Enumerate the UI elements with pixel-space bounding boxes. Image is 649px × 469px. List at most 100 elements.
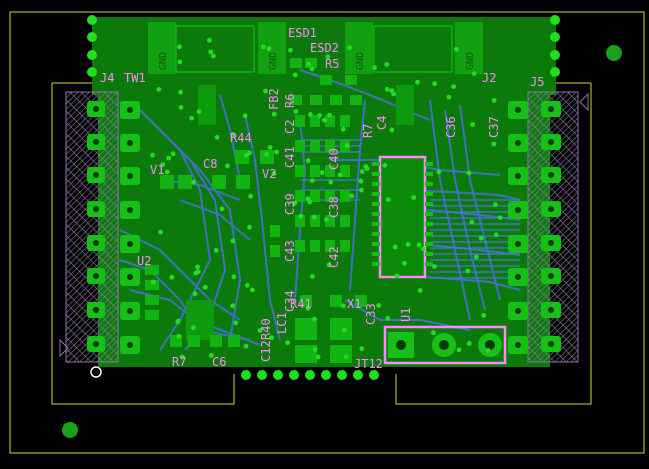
connector-left-pins [87, 101, 140, 354]
via [324, 217, 329, 222]
label-j4: J4 [100, 71, 114, 85]
via [349, 193, 355, 199]
component-bottom-right-outline [383, 325, 507, 365]
esd-bodies [175, 25, 453, 73]
via [179, 354, 185, 360]
via [191, 179, 196, 185]
via [196, 109, 202, 114]
mounting-hole-bottom-left [62, 422, 78, 438]
via [156, 87, 162, 92]
ic-u1-outline [378, 155, 427, 279]
via [230, 303, 236, 309]
label-c40: C40 [327, 148, 341, 170]
via [309, 66, 315, 72]
label-c2: C2 [283, 120, 297, 134]
via [269, 335, 274, 341]
via [322, 117, 327, 123]
connector-right-hatch-2 [528, 92, 578, 362]
label-jt12: JT12 [354, 357, 383, 371]
via [451, 84, 456, 89]
via [420, 246, 426, 252]
connector-left-hatch-2 [66, 92, 118, 362]
via [150, 152, 155, 158]
via [436, 169, 442, 175]
via [247, 150, 252, 156]
label-c8-top: C8 [203, 157, 217, 171]
via [158, 229, 164, 235]
via [347, 45, 352, 51]
via [359, 346, 365, 352]
label-tw1: TW1 [124, 71, 146, 85]
label-c38: C38 [327, 196, 341, 218]
label-esd1: ESD1 [288, 26, 317, 40]
via [327, 112, 332, 118]
via [170, 151, 176, 157]
via [493, 232, 499, 238]
via [466, 170, 472, 176]
via [417, 288, 423, 293]
via [319, 170, 325, 176]
connector-left-arrow [59, 338, 69, 358]
label-c39: C39 [283, 193, 297, 215]
via [454, 46, 459, 52]
via [176, 334, 182, 339]
via [298, 213, 304, 219]
via [478, 235, 484, 241]
label-c42: C42 [327, 246, 341, 268]
via [473, 254, 479, 260]
via [385, 197, 391, 203]
label-u1: U1 [399, 308, 413, 322]
via [469, 219, 475, 225]
via [261, 44, 266, 50]
label-c41: C41 [283, 146, 297, 168]
via [491, 141, 497, 147]
via [266, 46, 272, 52]
gnd-labels: GND GND GND GND [158, 52, 476, 70]
via [292, 72, 298, 78]
via [309, 178, 315, 184]
via [326, 262, 332, 268]
via [470, 122, 476, 127]
via [189, 115, 195, 121]
via [306, 61, 311, 67]
label-c6-bottom: C6 [212, 355, 226, 369]
via [177, 44, 182, 50]
smd-pads [145, 58, 367, 363]
label-r44: R44 [230, 131, 252, 145]
via [402, 260, 407, 266]
via [208, 353, 214, 358]
via [208, 49, 214, 55]
label-esd2: ESD2 [310, 41, 339, 55]
component-bottom-right-pads [388, 332, 502, 358]
via [178, 89, 184, 95]
via [311, 316, 317, 322]
via [305, 196, 311, 202]
via [219, 206, 225, 212]
via [481, 312, 487, 318]
label-lc1: LC1 [275, 312, 289, 334]
via [310, 274, 315, 279]
via [264, 152, 269, 157]
label-r6: R6 [283, 94, 297, 108]
via [177, 59, 183, 65]
via [213, 248, 219, 253]
via [195, 269, 201, 275]
bottom-header-pins [241, 370, 379, 380]
via [340, 126, 346, 132]
via [308, 112, 313, 117]
label-u2: U2 [137, 254, 151, 268]
via [411, 195, 417, 200]
label-gnd-3: GND [355, 52, 366, 70]
via [242, 113, 248, 119]
via [384, 86, 390, 92]
via [178, 105, 184, 110]
via [497, 215, 503, 221]
label-r7-bottom: R7 [172, 355, 186, 369]
mounting-hole-top-right [606, 45, 622, 61]
via [288, 47, 293, 53]
via [317, 113, 322, 118]
origin-marker [90, 366, 102, 378]
via [190, 325, 196, 331]
label-x1: X1 [347, 297, 361, 311]
